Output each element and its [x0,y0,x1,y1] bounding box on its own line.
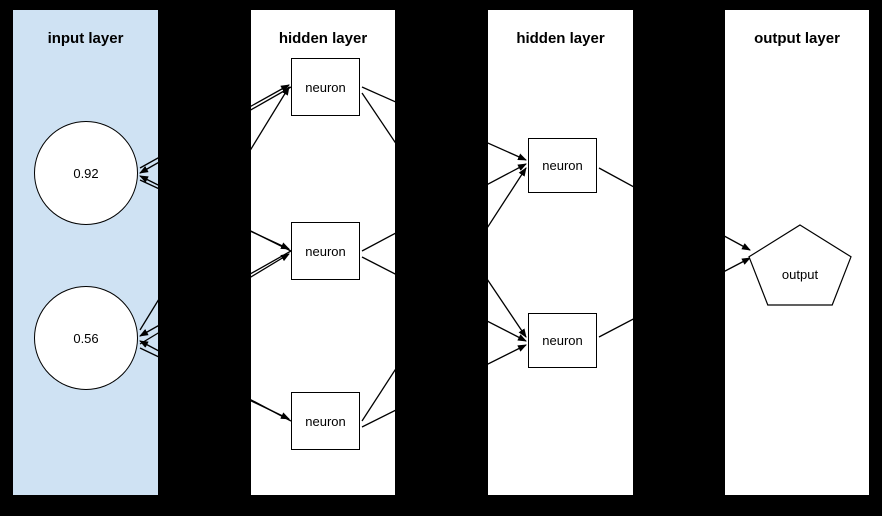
input-node-value: 0.92 [73,165,99,181]
layer-title-output-layer: output layer [754,30,840,47]
layer-panel-hidden-layer-2 [488,10,633,495]
neuron-node[interactable]: neuron [528,138,597,193]
neuron-node[interactable]: neuron [528,313,597,368]
neuron-node[interactable]: neuron [291,58,360,116]
layer-title-input-layer: input layer [47,30,124,47]
pentagon-icon [748,224,852,306]
input-node[interactable]: 0.56 [34,286,138,390]
neuron-node-label: neuron [305,79,346,95]
output-node[interactable]: output [748,224,852,306]
neuron-node[interactable]: neuron [291,392,360,450]
input-node-value: 0.56 [73,330,99,346]
neuron-node-label: neuron [542,333,583,348]
neuron-node[interactable]: neuron [291,222,360,280]
neuron-node-label: neuron [305,413,346,429]
neuron-node-label: neuron [542,158,583,173]
layer-title-hidden-layer-1: hidden layer [278,30,368,47]
layer-title-hidden-layer-2: hidden layer [516,30,605,47]
output-node-label: output [781,266,819,282]
neuron-node-label: neuron [305,243,346,259]
input-node[interactable]: 0.92 [34,121,138,225]
layer-panel-input-layer [13,10,158,495]
